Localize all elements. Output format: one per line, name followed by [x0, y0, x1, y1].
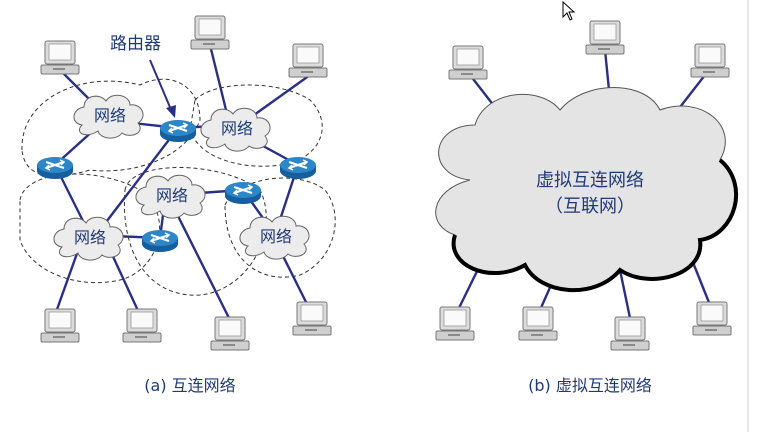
- computer-icon: [448, 45, 488, 80]
- network-label: 网络: [74, 228, 106, 247]
- network-label: 网络: [260, 227, 292, 246]
- computer-icon: [692, 301, 732, 336]
- cloud-title: 虚拟互连网络: [536, 170, 644, 191]
- network-node: 网络: [73, 94, 144, 139]
- network-label: 网络: [221, 119, 253, 138]
- panel-b: 虚拟互连网络 （互联网） (b) 虚拟互连网络: [435, 20, 738, 395]
- router-icon: [279, 156, 317, 180]
- computer-icon: [435, 306, 475, 341]
- mouse-cursor-icon: [562, 0, 576, 21]
- networks: 网络 网络 网络 网络 网络: [53, 94, 310, 261]
- network-node: 网络: [135, 174, 206, 219]
- network-node: 网络: [200, 107, 271, 152]
- router-icon: [36, 156, 74, 180]
- router-icon: [224, 181, 262, 205]
- network-label: 网络: [94, 106, 126, 125]
- computer-icon: [190, 15, 230, 50]
- caption-a: (a) 互连网络: [144, 376, 235, 395]
- computer-icon: [122, 308, 162, 343]
- router-icon: [159, 119, 197, 143]
- router-icon: [141, 229, 179, 253]
- computer-icon: [292, 301, 332, 336]
- computer-icon: [610, 316, 650, 351]
- cloud-subtitle: （互联网）: [545, 196, 635, 217]
- router-label: 路由器: [110, 34, 161, 54]
- network-node: 网络: [53, 216, 124, 261]
- computer-icon: [210, 316, 250, 351]
- computer-icon: [288, 43, 328, 78]
- router-arrow: [149, 59, 176, 118]
- panel-a: 网络 网络 网络 网络 网络: [19, 15, 336, 395]
- computer-icon: [690, 43, 730, 78]
- network-node: 网络: [239, 215, 310, 260]
- computer-icon: [40, 40, 80, 75]
- caption-b: (b) 虚拟互连网络: [528, 376, 652, 395]
- computer-icon: [518, 306, 558, 341]
- cloud-shadow: [451, 158, 738, 292]
- computer-icon: [585, 20, 625, 55]
- network-label: 网络: [156, 186, 188, 205]
- computer-icon: [40, 308, 80, 343]
